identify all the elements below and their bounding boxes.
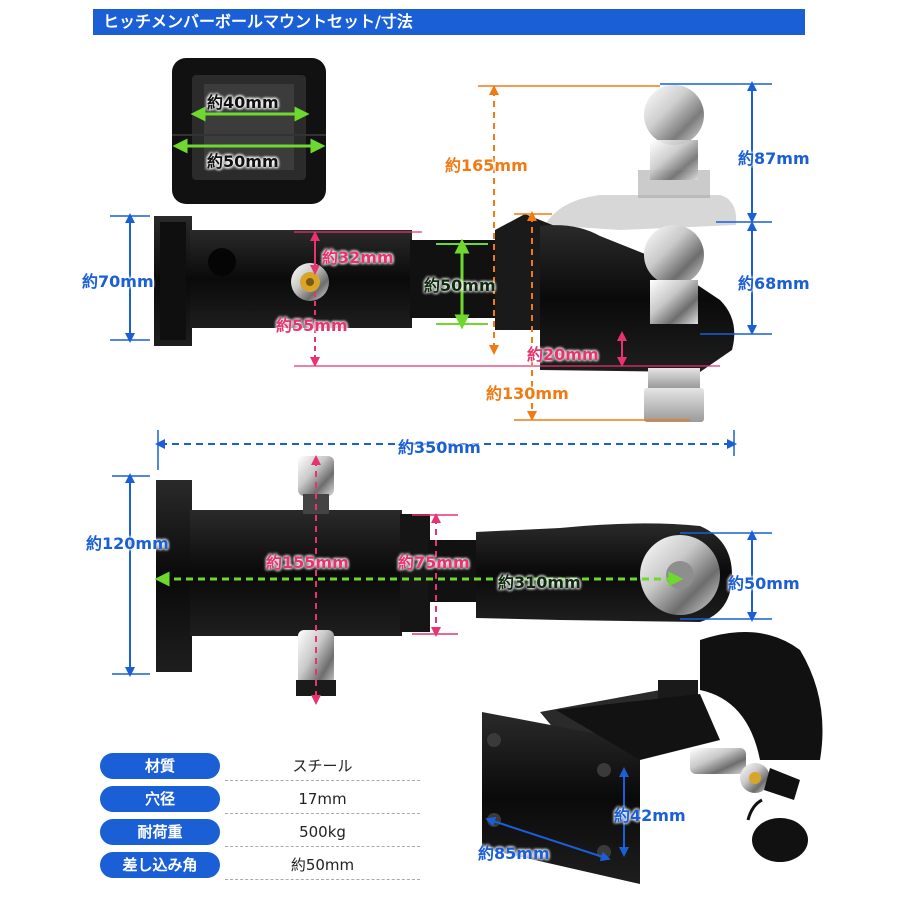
dim-total-length: 約350mm xyxy=(398,438,481,457)
dim-outer-width: 約50mm xyxy=(207,152,279,171)
dim-ball-diameter: 約50mm xyxy=(728,574,800,593)
hitch-side-view xyxy=(154,85,737,422)
dim-total-rise: 約165mm xyxy=(445,156,528,175)
receiver-end-view xyxy=(172,58,326,204)
spec-row-hole-diameter: 穴径 17mm xyxy=(100,786,420,814)
dim-plate-large: 約85mm xyxy=(478,844,550,863)
dim-mount-height: 約70mm xyxy=(82,272,154,291)
dim-drop: 約130mm xyxy=(486,384,569,403)
spec-row-load: 耐荷重 500kg xyxy=(100,819,420,847)
dim-ball-height: 約87mm xyxy=(738,149,810,168)
spec-row-insert-size: 差し込み角 約50mm xyxy=(100,852,420,880)
spec-row-material: 材質 スチール xyxy=(100,753,420,781)
spec-label: 材質 xyxy=(100,753,220,779)
dim-ball-offset: 約68mm xyxy=(738,274,810,293)
divider xyxy=(225,879,420,880)
divider xyxy=(225,780,420,781)
dim-plate-thickness: 約20mm xyxy=(527,345,599,364)
dim-hole-span: 約55mm xyxy=(276,316,348,335)
spec-value: 17mm xyxy=(298,790,347,808)
dim-tube-height: 約75mm xyxy=(398,553,470,572)
spec-label: 耐荷重 xyxy=(100,819,220,845)
spec-value: 約50mm xyxy=(290,856,355,874)
divider xyxy=(225,813,420,814)
dim-inner-width: 約40mm xyxy=(207,93,279,112)
spec-label: 差し込み角 xyxy=(100,852,220,878)
divider xyxy=(225,846,420,847)
spec-value: 500kg xyxy=(299,823,346,841)
dim-plate-height: 約120mm xyxy=(86,534,169,553)
hitch-top-view xyxy=(156,456,732,696)
page-title: ヒッチメンバーボールマウントセット/寸法 xyxy=(93,9,805,35)
spec-label: 穴径 xyxy=(100,786,220,812)
dim-pin-length: 約155mm xyxy=(266,553,349,572)
spec-value: スチール xyxy=(292,757,353,775)
dim-hole-offset: 約32mm xyxy=(322,248,394,267)
dim-shank-height: 約50mm xyxy=(424,276,496,295)
dim-shank-length: 約310mm xyxy=(498,573,581,592)
dim-plate-small: 約42mm xyxy=(614,806,686,825)
